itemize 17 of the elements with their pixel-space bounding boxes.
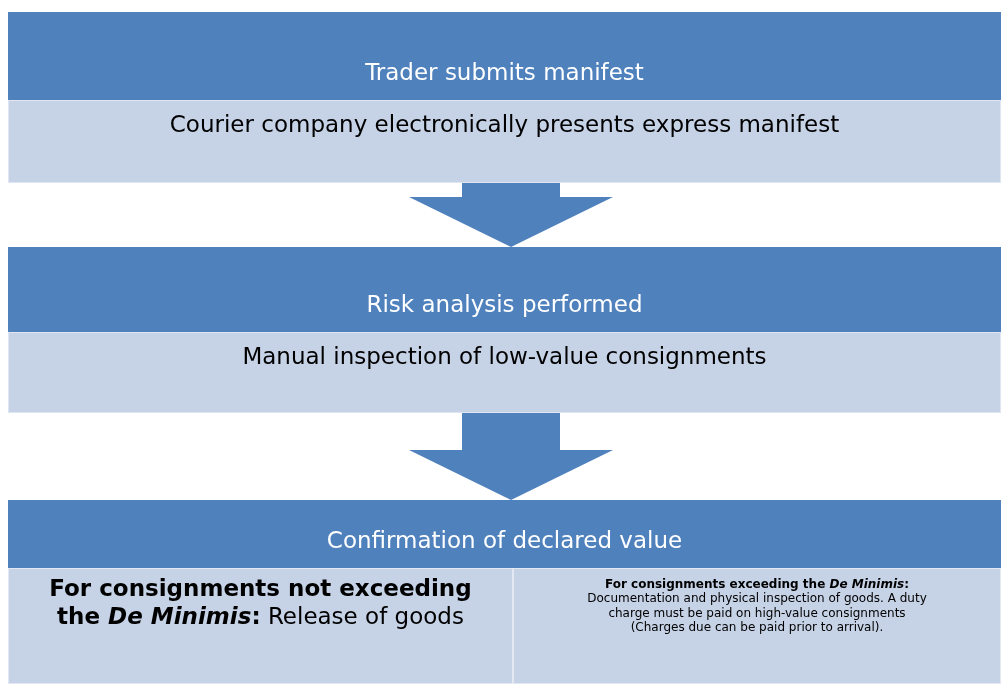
stage-text: For consignments not exceeding the De Minimis: Release of goods — [48, 575, 473, 631]
stage-text: Courier company electronically presents express manifest — [169, 111, 840, 139]
stage-header-band — [8, 12, 1001, 100]
block-arrow — [409, 183, 613, 247]
stage-body-band — [8, 568, 513, 684]
stage-text: For consignments exceeding the De Minimis: — [605, 577, 909, 592]
stage-text: Risk analysis performed — [366, 291, 643, 319]
stage-text: Trader submits manifest — [365, 59, 644, 87]
block-arrow — [409, 413, 613, 500]
stage-text: Confirmation of declared value — [326, 527, 683, 555]
stage-body-band — [8, 332, 1001, 413]
stage-body-band — [8, 100, 1001, 183]
stage-header-band — [8, 500, 1001, 568]
stage-header-band — [8, 247, 1001, 332]
stage-text: Manual inspection of low-value consignments — [242, 343, 767, 371]
stage-body-band — [513, 568, 1001, 684]
stage-description: Documentation and physical inspection of goods. A duty charge must be paid on high-value consignments (Charges due can be paid prior to arrival). — [586, 591, 928, 635]
